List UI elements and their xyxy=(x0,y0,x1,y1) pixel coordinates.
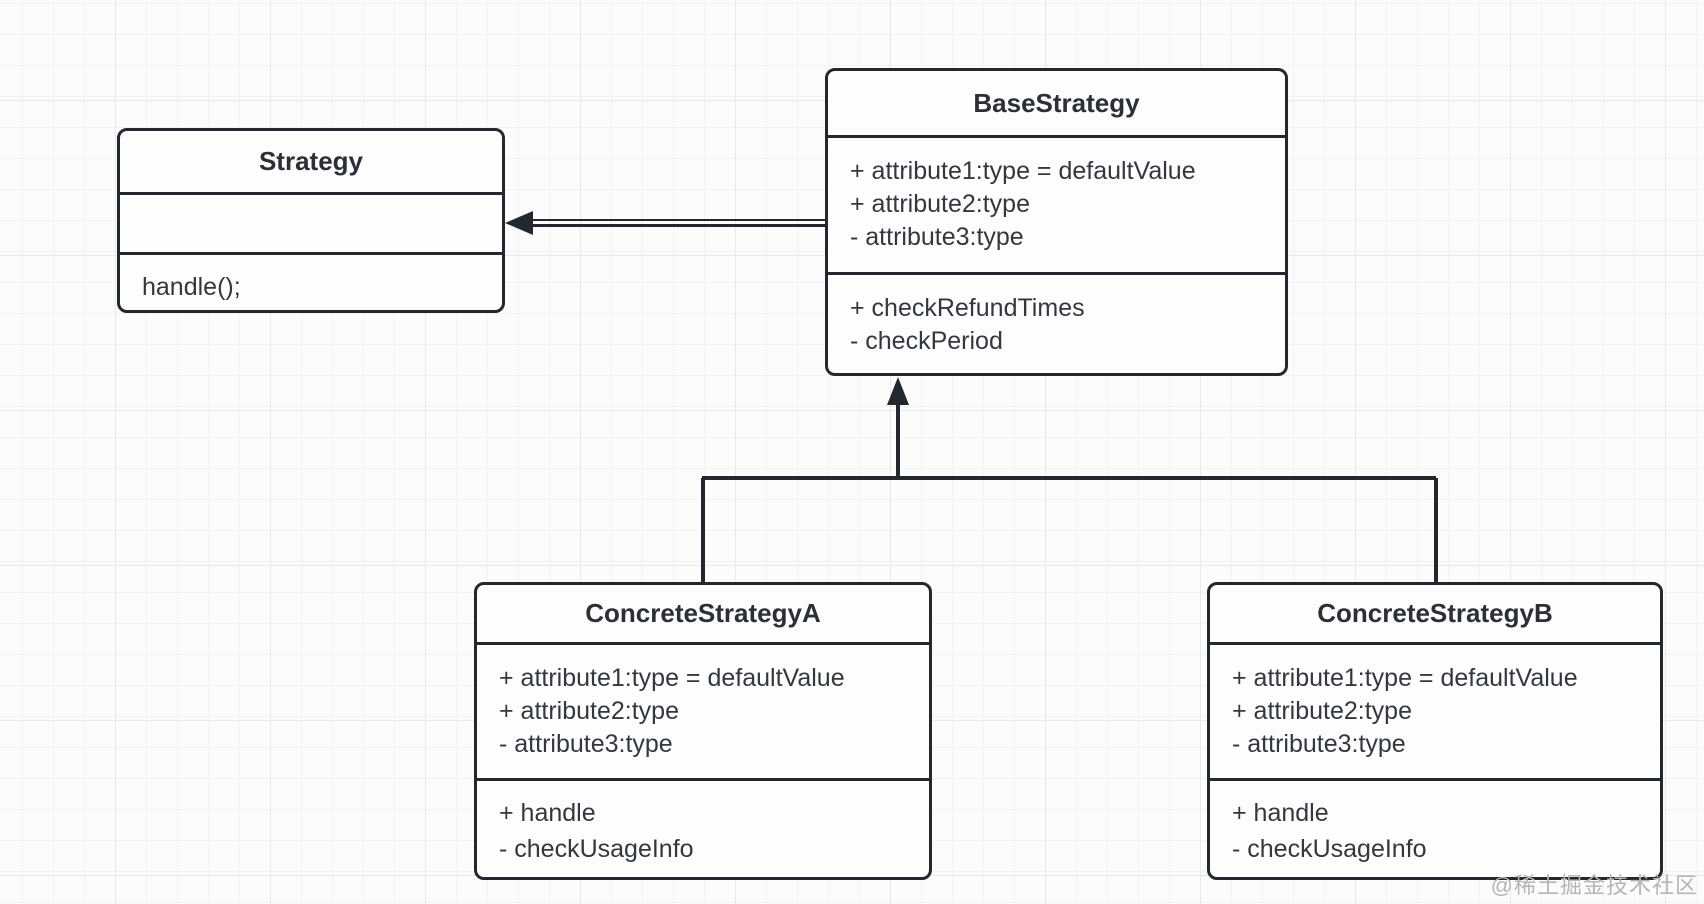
method-line: + checkRefundTimes xyxy=(850,294,1085,322)
attribute-line: - attribute3:type xyxy=(499,730,673,758)
class-title: BaseStrategy xyxy=(828,71,1285,138)
attribute-line: - attribute3:type xyxy=(850,223,1024,251)
inheritance-horizontal-line xyxy=(702,476,1436,480)
methods-section: + checkRefundTimes - checkPeriod xyxy=(828,272,1285,373)
method-line: - checkPeriod xyxy=(850,327,1003,355)
attribute-line: + attribute2:type xyxy=(1232,697,1412,725)
class-title: Strategy xyxy=(120,131,502,195)
method-line: - checkUsageInfo xyxy=(1232,835,1427,863)
method-line: + handle xyxy=(1232,799,1329,827)
attributes-section: + attribute1:type = defaultValue + attri… xyxy=(477,645,929,778)
methods-section: handle(); xyxy=(120,252,502,310)
method-line: - checkUsageInfo xyxy=(499,835,694,863)
methods-section: + handle - checkUsageInfo xyxy=(1210,778,1660,877)
attributes-section: + attribute1:type = defaultValue + attri… xyxy=(1210,645,1660,778)
attribute-line: + attribute1:type = defaultValue xyxy=(499,664,845,692)
class-box-base-strategy: BaseStrategy + attribute1:type = default… xyxy=(825,68,1288,376)
methods-section: + handle - checkUsageInfo xyxy=(477,778,929,877)
attribute-line: + attribute2:type xyxy=(850,190,1030,218)
attribute-line: + attribute2:type xyxy=(499,697,679,725)
association-arrow-line xyxy=(529,219,825,227)
association-arrow-head-icon xyxy=(505,211,533,235)
inheritance-branch-line-b xyxy=(1434,478,1438,583)
class-box-concrete-strategy-b: ConcreteStrategyB + attribute1:type = de… xyxy=(1207,582,1663,880)
class-box-strategy: Strategy handle(); xyxy=(117,128,505,313)
method-line: + handle xyxy=(499,799,596,827)
attribute-line: - attribute3:type xyxy=(1232,730,1406,758)
class-title: ConcreteStrategyB xyxy=(1210,585,1660,645)
attribute-line: + attribute1:type = defaultValue xyxy=(1232,664,1578,692)
class-title: ConcreteStrategyA xyxy=(477,585,929,645)
attribute-line: + attribute1:type = defaultValue xyxy=(850,157,1196,185)
inheritance-branch-line-a xyxy=(701,478,705,583)
inheritance-arrow-stem xyxy=(896,402,900,478)
attributes-section: + attribute1:type = defaultValue + attri… xyxy=(828,138,1285,272)
watermark: @稀土掘金技术社区 xyxy=(1490,873,1698,898)
attributes-section xyxy=(120,195,502,252)
method-line: handle(); xyxy=(142,273,241,301)
inheritance-arrow-head-icon xyxy=(887,377,909,405)
class-box-concrete-strategy-a: ConcreteStrategyA + attribute1:type = de… xyxy=(474,582,932,880)
